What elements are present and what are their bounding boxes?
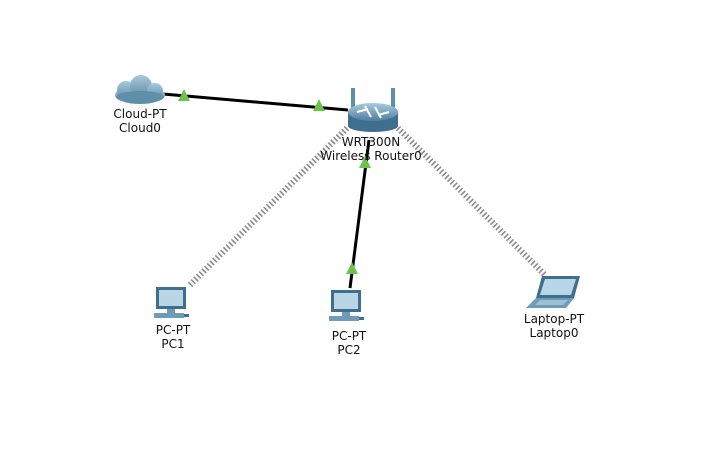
device-type-label: Cloud-PT [113, 107, 167, 121]
device-name-label: Wireless Router0 [320, 149, 422, 163]
device-label-pc2: PC-PT PC2 [332, 329, 367, 357]
wireless-link-router-pc1[interactable] [187, 125, 350, 288]
device-type-label: PC-PT [331, 329, 367, 343]
device-label-router: WRT300N Wireless Router0 [320, 135, 421, 163]
device-type-label: WRT300N [341, 135, 401, 149]
link-status-up-icon [313, 99, 325, 111]
pc-icon[interactable] [329, 290, 364, 321]
link-status-up-icon [359, 156, 371, 168]
link-status-up-icon [346, 262, 358, 274]
device-name-label: PC1 [161, 337, 185, 351]
device-label-pc1: PC-PT PC1 [156, 323, 191, 351]
device-name-label: Cloud0 [119, 121, 161, 135]
laptop-icon[interactable] [526, 276, 580, 308]
device-label-cloud: Cloud-PT Cloud0 [113, 107, 166, 135]
device-type-label: PC-PT [155, 323, 191, 337]
link-status-up-icon [178, 89, 190, 101]
device-label-laptop: Laptop-PT Laptop0 [524, 312, 584, 340]
cloud-icon[interactable] [115, 75, 165, 104]
device-name-label: PC2 [337, 343, 361, 357]
wireless-link-router-laptop[interactable] [395, 125, 548, 278]
device-type-label: Laptop-PT [523, 312, 585, 326]
device-name-label: Laptop0 [529, 326, 579, 340]
pc-icon[interactable] [154, 287, 189, 318]
wireless-router-icon[interactable] [348, 88, 398, 132]
